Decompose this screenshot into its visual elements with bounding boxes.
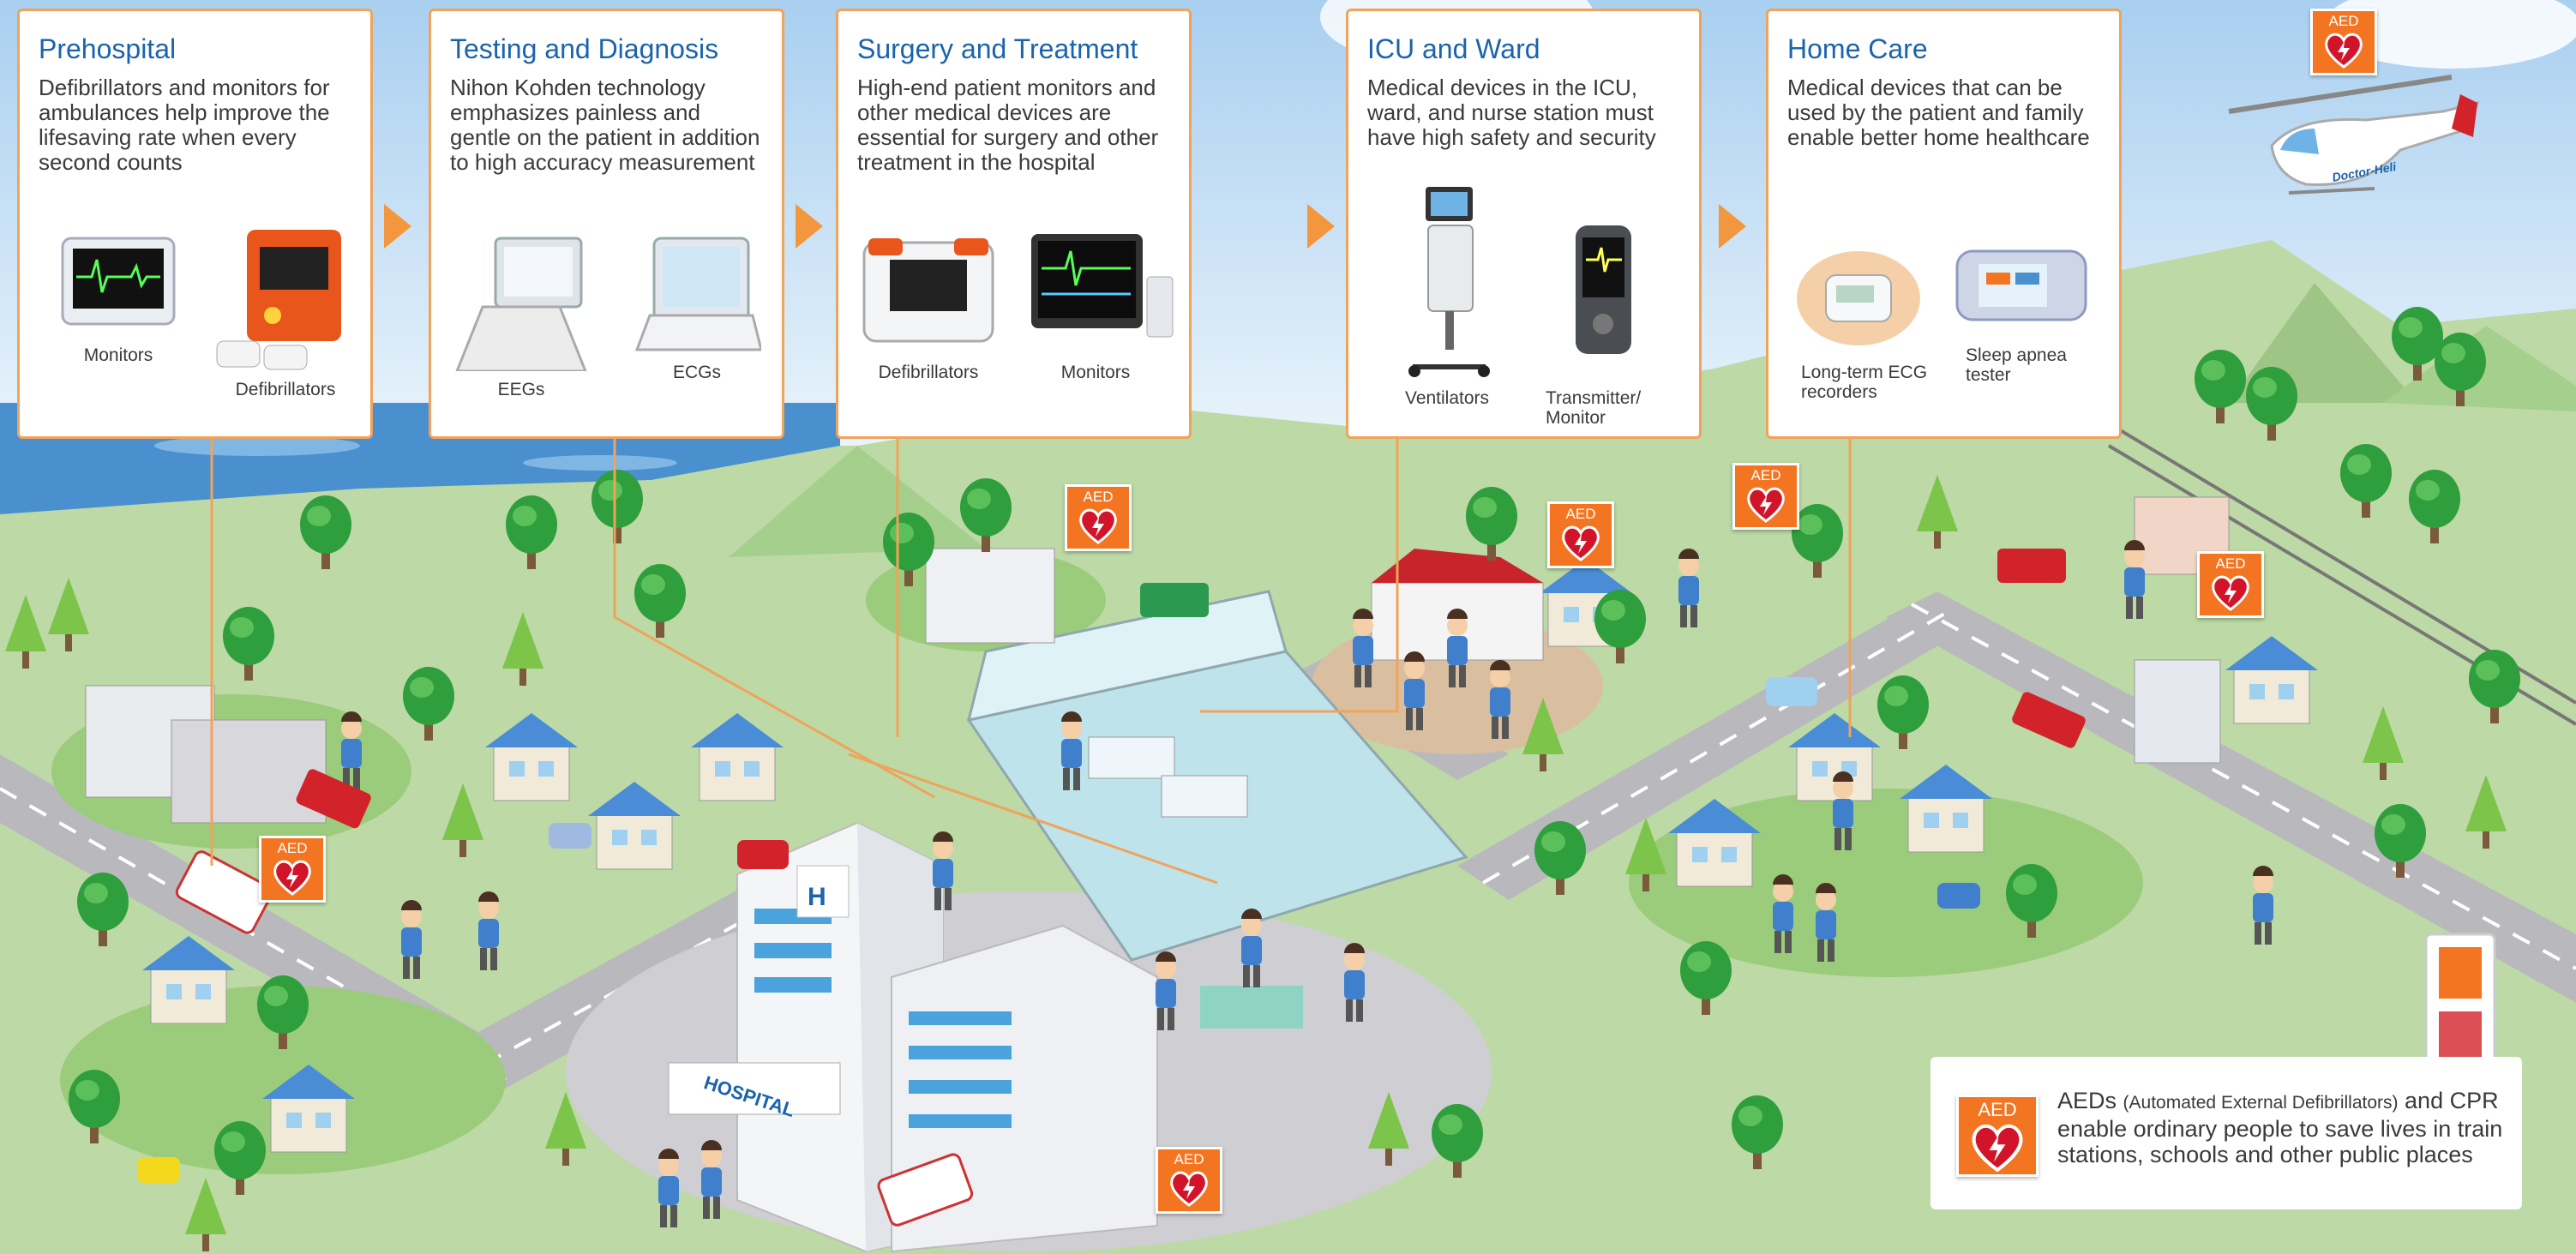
stage-title: ICU and Ward (1367, 33, 1540, 64)
aed-badge: AED (2197, 551, 2264, 618)
stage-card-home-care: Home Care Medical devices that can be us… (1766, 9, 2122, 439)
stage-card-prehospital: Prehospital Defibrillators and monitors … (17, 9, 373, 439)
device-ventilators: Ventilators (1374, 183, 1520, 408)
aed-badge: AED (1156, 1147, 1222, 1214)
heart-lightning-icon (273, 860, 311, 896)
flow-arrow-4 (1719, 204, 1746, 249)
eeg-icon (455, 237, 587, 371)
device-transmitter-monitor: Transmitter/ Monitor (1528, 183, 1674, 428)
aed-note-paren: (Automated External Defibrillators) (2123, 1093, 2399, 1113)
stage-title: Testing and Diagnosis (450, 33, 719, 64)
ventilator-icon (1408, 187, 1490, 377)
device-ecgs: ECGs (624, 225, 770, 382)
device-monitors: Monitors (45, 225, 191, 365)
device-label: Defibrillators (235, 380, 336, 399)
aed-badge: AED (1065, 484, 1132, 551)
device-defibrillators: Defibrillators (213, 225, 358, 399)
device-label: Sleep apnea tester (1966, 345, 2067, 385)
stage-description: High-end patient monitors and other medi… (857, 75, 1159, 175)
stage-description: Defibrillators and monitors for ambulanc… (39, 75, 330, 175)
device-label: Monitors (83, 345, 153, 365)
flow-arrow-3 (1307, 204, 1335, 249)
aed-note-body: and CPR enable ordinary people to save l… (2057, 1088, 2503, 1167)
heart-lightning-icon (1972, 1124, 2023, 1173)
device-list: Ventilators Transmitter/ Monitor (1348, 183, 1699, 428)
heart-lightning-icon (1079, 508, 1117, 544)
stage-description: Nihon Kohden technology emphasizes painl… (450, 75, 760, 175)
transmitter-icon (1576, 225, 1631, 354)
aed-note-lead: AEDs (2057, 1088, 2117, 1113)
aed-badge: AED (2310, 9, 2377, 75)
device-defibrillators: Defibrillators (856, 225, 1001, 382)
ecg-recorder-icon (1797, 251, 1920, 345)
heart-lightning-icon (1562, 525, 1600, 561)
heart-lightning-icon (1747, 487, 1785, 523)
stage-card-surgery-treatment: Surgery and Treatment High-end patient m… (836, 9, 1192, 439)
device-list: EEGs ECGs (431, 225, 782, 431)
device-list: Monitors Defibrillators (20, 225, 370, 431)
heart-lightning-icon (2325, 33, 2363, 69)
device-long-term-ecg-recorders: Long-term ECG recorders (1786, 225, 1931, 402)
device-eegs: EEGs (448, 225, 594, 399)
device-label: EEGs (497, 380, 545, 399)
device-monitors: Monitors (1023, 225, 1174, 382)
stage-title: Prehospital (39, 33, 177, 64)
flow-arrow-1 (384, 204, 411, 249)
heart-lightning-icon (2212, 575, 2249, 611)
stage-description: Medical devices that can be used by the … (1787, 75, 2090, 150)
aed-badge: AED (1732, 463, 1799, 530)
device-label: Ventilators (1404, 388, 1490, 408)
stage-card-testing-diagnosis: Testing and Diagnosis Nihon Kohden techn… (429, 9, 784, 439)
stage-title: Surgery and Treatment (857, 33, 1138, 64)
flow-arrow-2 (796, 204, 823, 249)
patient-monitor-icon (1031, 234, 1174, 338)
device-label: Transmitter/ Monitor (1546, 388, 1642, 428)
helicopter-illustration: Doctor-Heli (2228, 75, 2480, 195)
device-label: Long-term ECG recorders (1801, 363, 1928, 402)
device-label: ECGs (672, 363, 721, 382)
device-sleep-apnea-tester: Sleep apnea tester (1949, 225, 2094, 385)
defibrillator-icon (216, 230, 341, 370)
aed-note-box: AED AEDs (Automated External Defibrillat… (1930, 1057, 2522, 1209)
stage-description: Medical devices in the ICU, ward, and nu… (1367, 75, 1656, 150)
stage-title: Home Care (1787, 33, 1928, 64)
aed-badge: AED (1956, 1095, 2039, 1177)
device-list: Defibrillators Monitors (838, 225, 1189, 431)
sleep-apnea-tester-icon (1955, 249, 2087, 321)
device-label: Defibrillators (878, 363, 979, 382)
device-list: Long-term ECG recorders Sleep apnea test… (1768, 225, 2119, 431)
heart-lightning-icon (1170, 1171, 1208, 1207)
aed-note-text: AEDs (Automated External Defibrillators)… (2057, 1088, 2503, 1167)
ecg-icon (634, 237, 761, 351)
patient-monitor-icon (61, 237, 176, 326)
aed-badge: AED (1547, 501, 1614, 568)
device-label: Monitors (1060, 363, 1131, 382)
defibrillator-icon (862, 238, 994, 343)
aed-badge: AED (259, 836, 326, 903)
stage-card-icu-ward: ICU and Ward Medical devices in the ICU,… (1346, 9, 1702, 439)
svg-text:H: H (808, 883, 826, 911)
